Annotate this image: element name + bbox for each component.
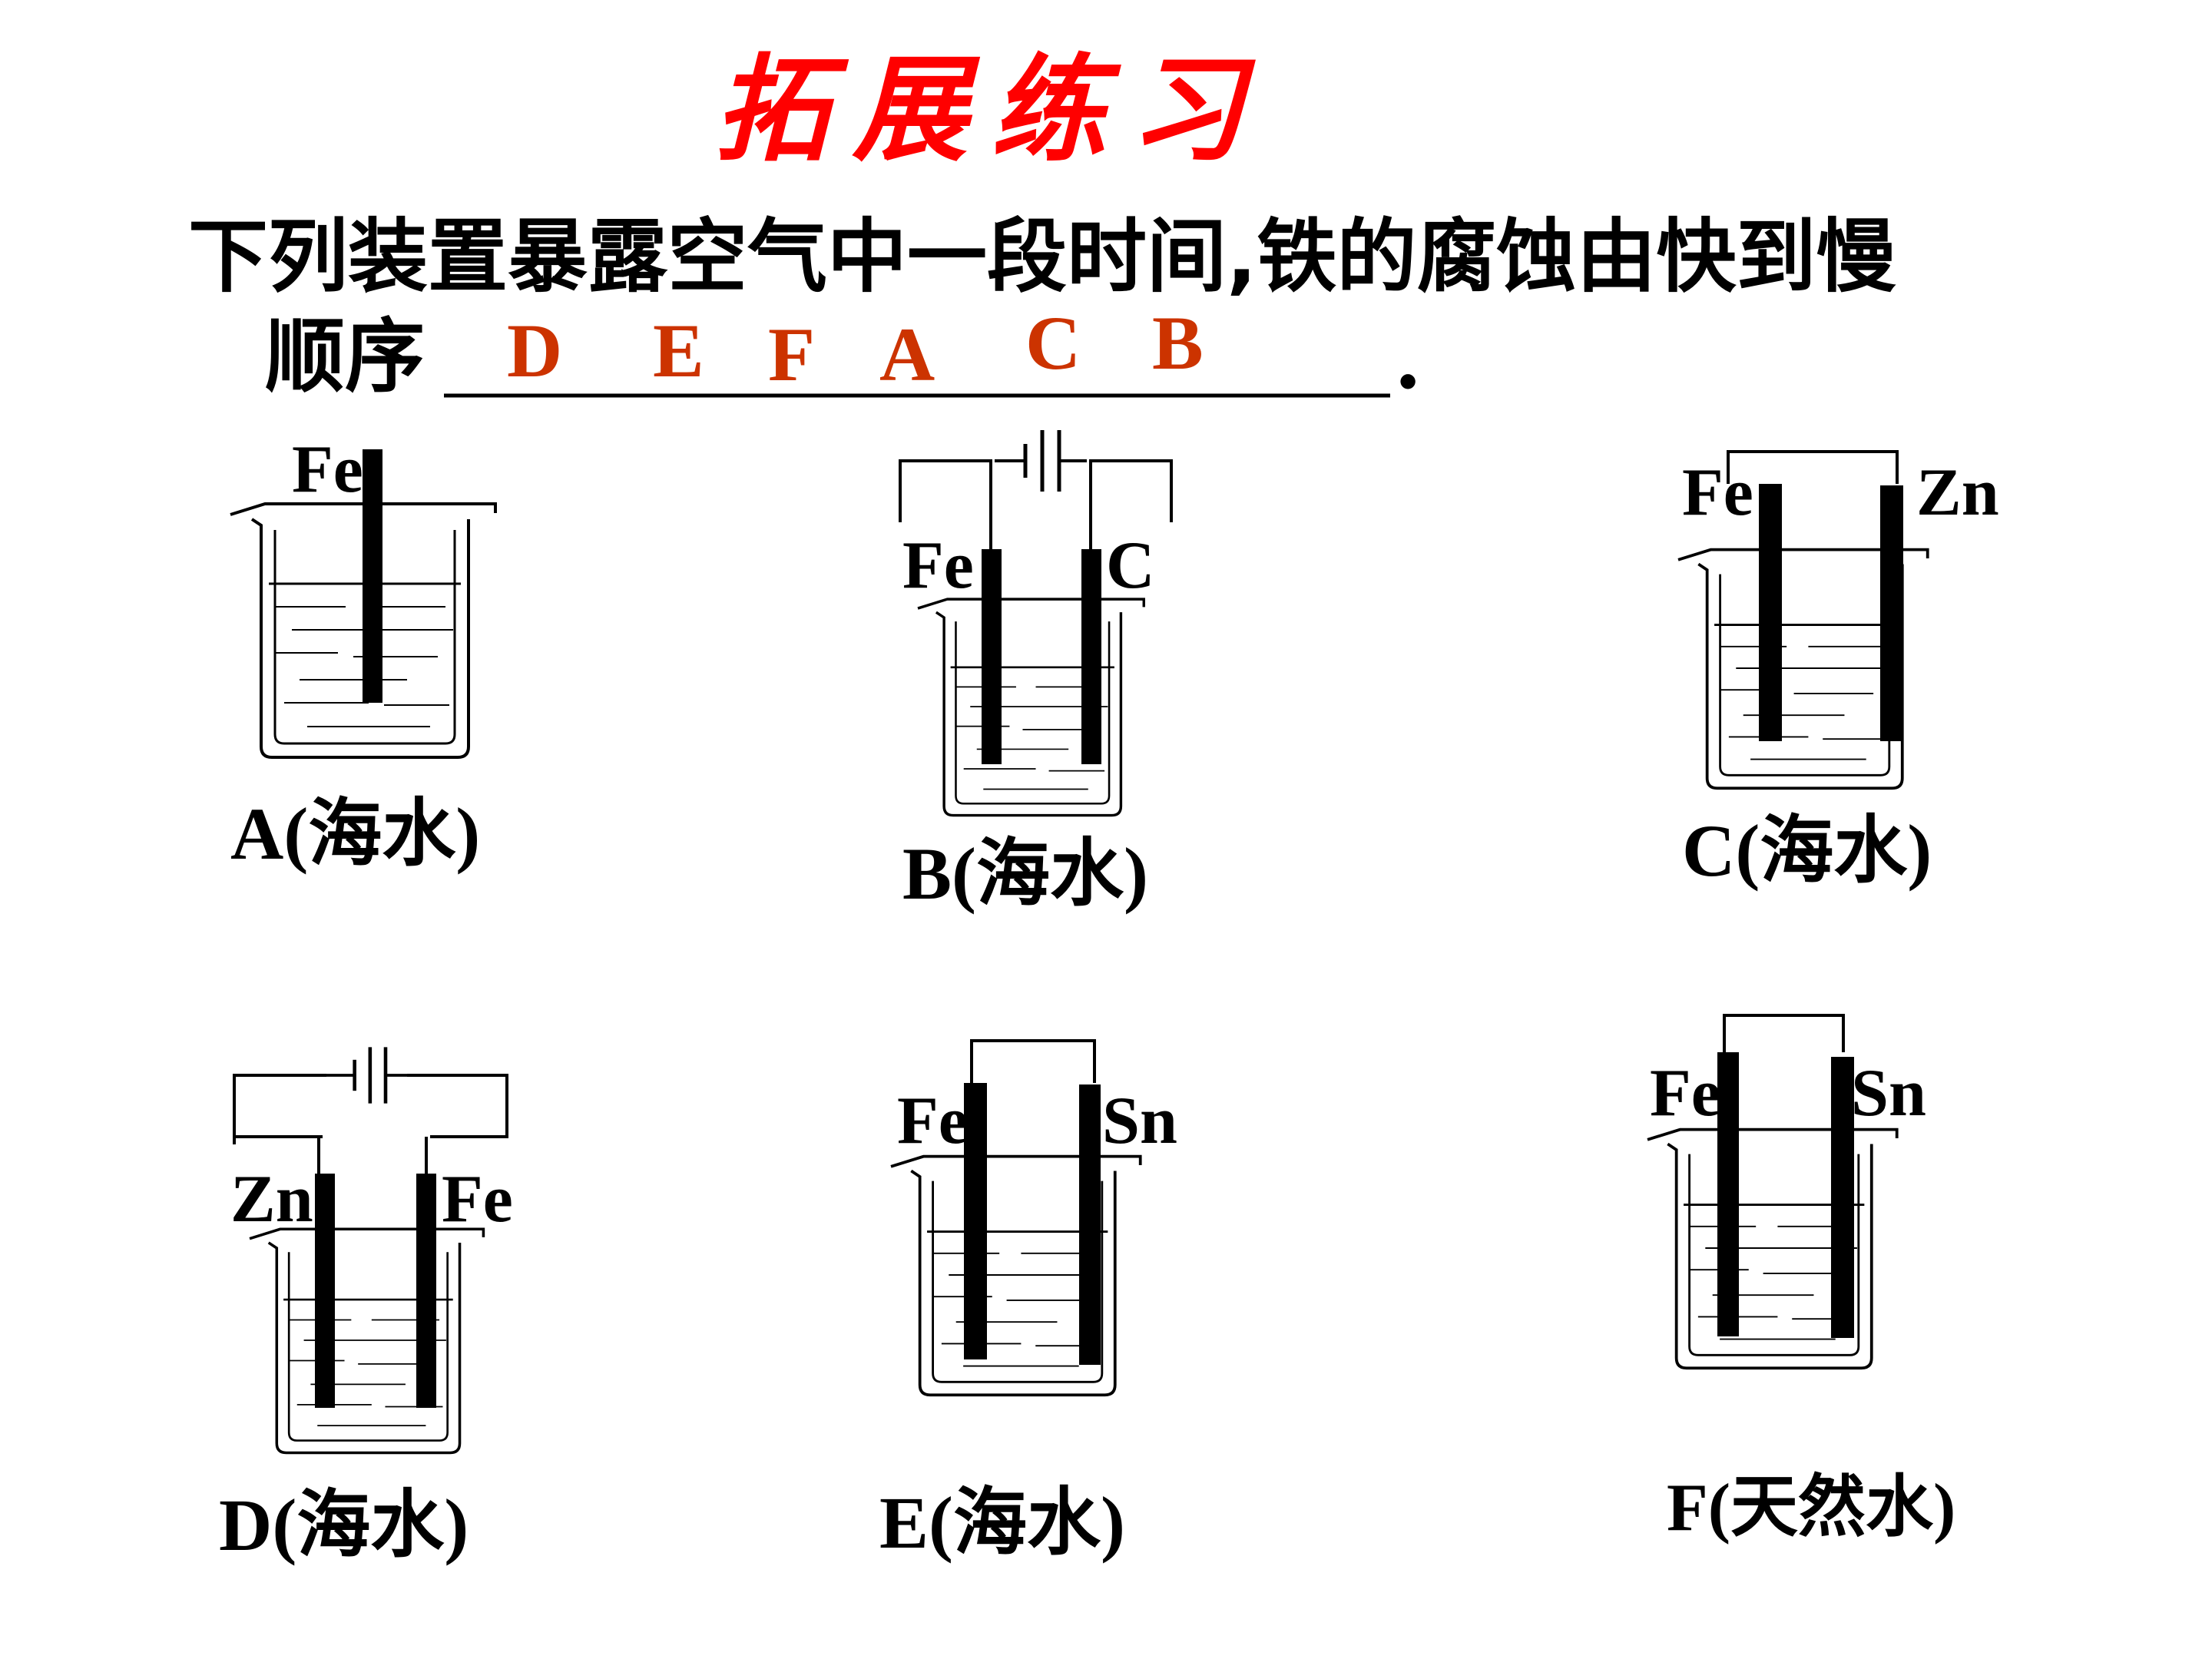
beaker-e (889, 1154, 1142, 1397)
answer-letter: F (768, 312, 815, 397)
electrode-d-zn (315, 1174, 335, 1408)
question-line-2-suffix: . (1394, 313, 1422, 407)
electrode-label: Fe (897, 1084, 969, 1158)
electrode-label: Zn (230, 1162, 313, 1237)
electrode-b-c (1081, 549, 1101, 764)
answer-letter: D (507, 308, 562, 393)
electrode-e-fe (964, 1083, 987, 1359)
answer-letter: C (1025, 300, 1081, 386)
answer-letter: A (879, 312, 935, 397)
electrode-e-sn (1079, 1084, 1101, 1365)
beaker-d (248, 1227, 485, 1455)
cell-caption: E(海水) (879, 1482, 1125, 1564)
electrode-label: Fe (292, 432, 363, 507)
electrode-c-zn (1880, 485, 1903, 741)
cell-b: Fe C B(海水) (899, 430, 1173, 915)
electrode-label: Fe (442, 1162, 513, 1237)
answer-letter: B (1152, 300, 1204, 386)
beaker-f (1646, 1128, 1899, 1370)
cell-f: Fe Sn F(天然水) (1646, 1014, 1955, 1545)
question-line-1: 下列装置暴露空气中一段时间,铁的腐蚀由快到慢 (188, 210, 1897, 303)
cell-caption: F(天然水) (1667, 1471, 1955, 1545)
battery-b (995, 430, 1087, 492)
cell-c: Fe Zn C(海水) (1677, 450, 1999, 892)
cell-d: Zn Fe D(海水) (219, 1047, 513, 1566)
electrode-label: Zn (1916, 455, 1999, 530)
electrode-a-fe (363, 449, 382, 703)
beaker-b (916, 598, 1145, 817)
question-line-2-prefix: 顺序 (265, 310, 425, 403)
electrode-d-fe (416, 1174, 436, 1408)
cell-e: Fe Sn E(海水) (879, 1039, 1177, 1564)
electrode-label: C (1106, 528, 1155, 603)
cell-caption: D(海水) (219, 1484, 469, 1566)
answer-letter: E (653, 308, 704, 393)
slide-title: 拓展练习 (714, 42, 1267, 177)
battery-d (326, 1047, 411, 1103)
cell-caption: A(海水) (230, 793, 480, 875)
cell-a: Fe A(海水) (229, 432, 497, 875)
electrode-c-fe (1759, 484, 1782, 741)
electrode-label: Fe (902, 528, 974, 603)
cell-caption: C(海水) (1682, 810, 1932, 892)
electrode-f-sn (1831, 1057, 1854, 1338)
electrode-label: Fe (1650, 1056, 1721, 1131)
answer-sequence: D E F A C B (507, 300, 1204, 397)
electrode-label: Sn (1102, 1084, 1177, 1158)
cell-caption: B(海水) (902, 833, 1148, 915)
electrode-label: Sn (1851, 1056, 1926, 1131)
electrode-label: Fe (1682, 455, 1753, 530)
electrode-b-fe (982, 549, 1002, 764)
electrode-f-fe (1717, 1052, 1739, 1336)
